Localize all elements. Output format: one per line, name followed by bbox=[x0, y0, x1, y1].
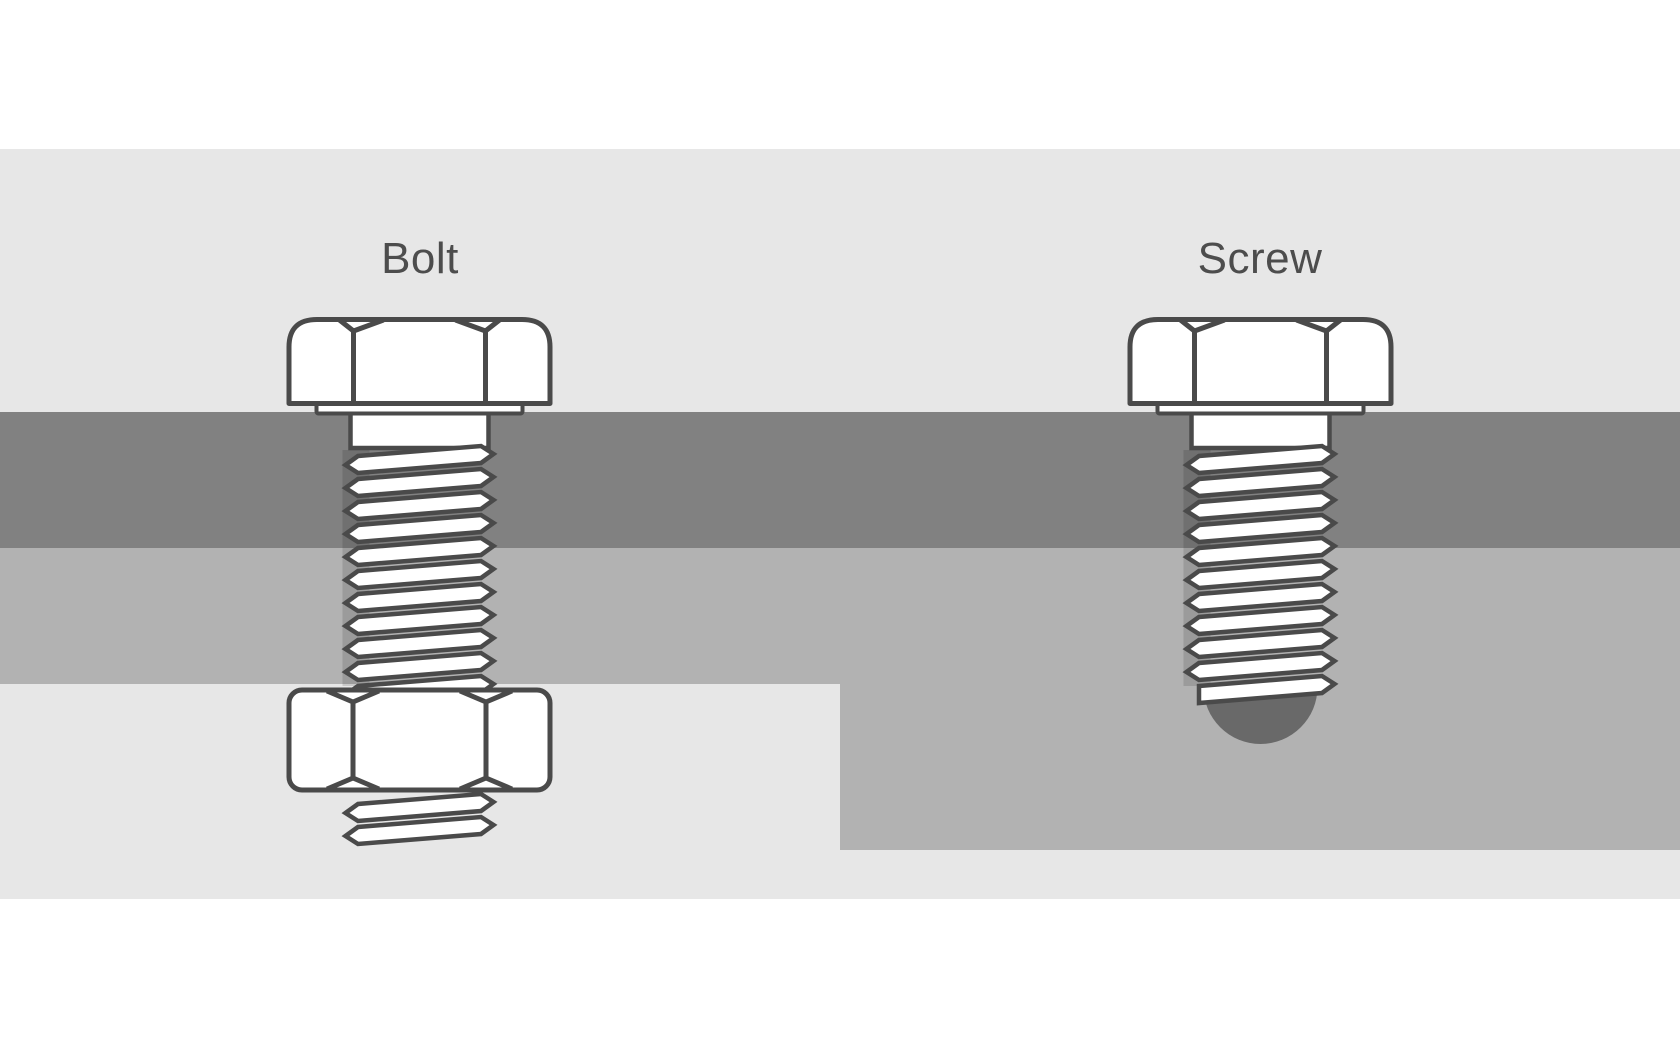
thread-ridge bbox=[341, 489, 498, 522]
head-chamfer-line bbox=[454, 317, 502, 334]
bolt-label: Bolt bbox=[381, 234, 459, 283]
head-chamfer-line bbox=[1178, 317, 1226, 334]
nut-chamfer-line bbox=[326, 688, 380, 705]
thread-ridge bbox=[341, 791, 498, 824]
thread-ridge bbox=[341, 581, 498, 614]
head-chamfer-line bbox=[337, 317, 385, 334]
bolt-illustration bbox=[286, 317, 553, 847]
background-layers bbox=[0, 149, 1680, 899]
nut-chamfer-line bbox=[326, 775, 380, 792]
screw-illustration bbox=[1127, 317, 1394, 744]
thread-ridge bbox=[1182, 443, 1339, 476]
thread-ridge bbox=[341, 443, 498, 476]
thread-ridge bbox=[341, 558, 498, 591]
top-plate bbox=[0, 412, 1680, 548]
bolt-threaded-shank bbox=[341, 443, 498, 706]
hex-nut-outline bbox=[286, 687, 553, 793]
thread-ridge bbox=[1182, 604, 1339, 637]
thread-ridge bbox=[341, 814, 498, 847]
thread-ridge bbox=[341, 535, 498, 568]
thread-ridge bbox=[341, 650, 498, 683]
thread-ridge bbox=[1182, 627, 1339, 660]
nut-chamfer-line bbox=[459, 688, 513, 705]
screw-threaded-shank bbox=[1182, 443, 1339, 706]
thread-ridge bbox=[341, 466, 498, 499]
bolt-hex-nut bbox=[286, 687, 553, 793]
thread-ridge bbox=[341, 512, 498, 545]
hex-head-outline bbox=[1127, 317, 1394, 406]
thread-ridge bbox=[1182, 512, 1339, 545]
screw-label: Screw bbox=[1197, 234, 1323, 283]
thread-ridge bbox=[1182, 535, 1339, 568]
thread-ridge bbox=[1196, 673, 1339, 706]
thread-ridge bbox=[341, 627, 498, 660]
thread-ridge bbox=[1182, 489, 1339, 522]
nut-chamfer-line bbox=[459, 775, 513, 792]
screw-hex-head bbox=[1127, 317, 1394, 406]
thread-ridge bbox=[1182, 558, 1339, 591]
thread-ridge bbox=[1182, 581, 1339, 614]
bolt-protruding-threads bbox=[341, 791, 498, 847]
hex-head-outline bbox=[286, 317, 553, 406]
head-chamfer-line bbox=[1295, 317, 1343, 334]
bolt-hex-head bbox=[286, 317, 553, 406]
thread-ridge bbox=[341, 604, 498, 637]
thread-ridge bbox=[1182, 466, 1339, 499]
thread-ridge bbox=[1182, 650, 1339, 683]
